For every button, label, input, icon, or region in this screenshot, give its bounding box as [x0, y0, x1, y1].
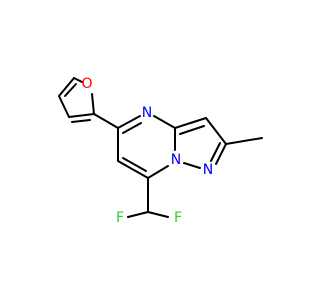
- bond-c4-c5-furan-double: [64, 83, 77, 97]
- oxygen-atom-label: O: [81, 76, 92, 92]
- bond-c3a-c3-double: [179, 125, 205, 135]
- bond-c4-c5-furan: [58, 77, 75, 97]
- bond-c5-n4: [117, 115, 141, 129]
- bond-c7-c6: [117, 160, 149, 179]
- bond-n1-n7a: [183, 162, 201, 169]
- nitrogen-bridge-label: N: [171, 152, 181, 168]
- nitrogen-pyrazole-label: N: [203, 162, 213, 178]
- atom-labels: O N N N F F: [81, 76, 213, 226]
- bond-c3a-c3: [174, 117, 207, 129]
- bond-n4-c3a: [153, 115, 176, 129]
- nitrogen-pyrimidine-label: N: [142, 105, 152, 121]
- bond-c5-n4-double: [122, 122, 142, 134]
- bond-c2-methyl: [225, 137, 263, 145]
- bond-c7-c6-double: [122, 157, 147, 172]
- bond-c5-o-furan: [73, 77, 83, 83]
- bond-c-f-left: [127, 211, 149, 218]
- bond-c3-c2: [205, 117, 227, 145]
- structure-diagram: O N N N F F: [58, 76, 263, 226]
- fluorine-right-label: F: [174, 210, 182, 226]
- bond-c2-n1: [215, 143, 227, 165]
- bonds: [58, 77, 263, 218]
- bond-c-f-right: [147, 211, 169, 218]
- bond-o-c2-furan: [91, 93, 95, 115]
- fluorine-left-label: F: [116, 210, 124, 226]
- bond-n7a-c7: [147, 165, 169, 179]
- bond-c2-c3-furan-double: [71, 119, 91, 123]
- bond-c2-c3-furan: [68, 113, 95, 118]
- bond-furan-pyrimidine: [93, 113, 119, 129]
- bond-c2-n1-double: [210, 142, 221, 162]
- bond-c3-c4-furan: [58, 95, 70, 118]
